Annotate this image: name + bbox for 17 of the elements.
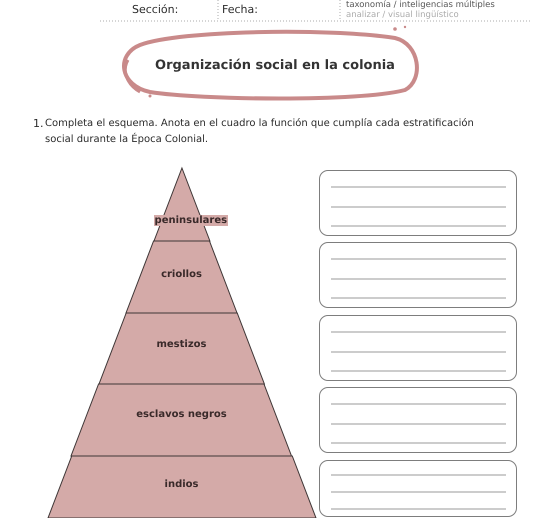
answer-box [319, 315, 517, 381]
level-label: peninsulares [154, 215, 228, 226]
level-label: mestizos [155, 339, 208, 350]
level-label: indios [164, 479, 200, 490]
header-field-label: taxonomía / inteligencias múltiples [346, 0, 495, 10]
header-field-label: Sección: [132, 2, 178, 18]
level-label: criollos [160, 269, 203, 280]
header-field-label: analizar / visual lingüístico [346, 10, 459, 20]
title: Organización social en la colonia [154, 58, 396, 73]
instruction-text: Completa el esquema. Anota en el cuadro la función que cumplía cada estratificación social durante la Época Colonial. [45, 117, 475, 147]
answer-box [319, 170, 517, 236]
answer-box [319, 387, 517, 453]
header-field-label: Fecha: [222, 2, 258, 18]
answer-box [319, 460, 517, 517]
level-label: esclavos negros [135, 409, 228, 420]
answer-box [319, 242, 517, 308]
question-number: 1. [33, 116, 44, 132]
